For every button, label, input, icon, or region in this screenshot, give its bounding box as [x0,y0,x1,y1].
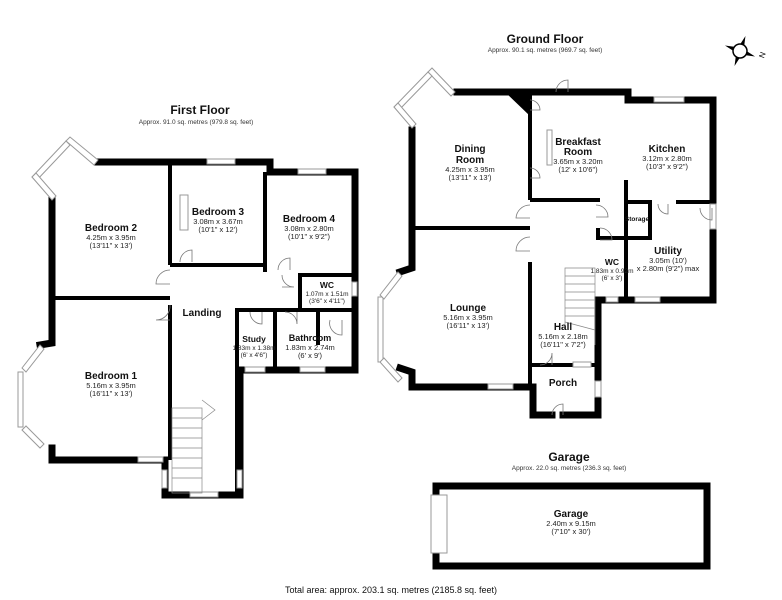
garage-title: Garage [548,450,590,464]
room-name: Bedroom 4 [283,214,336,225]
ground-floor-plan: Ground Floor Approx. 90.1 sq. metres (96… [377,32,768,419]
ground-floor-room-labels: Dining Room 4.25m x 3.95m (13'11" x 13')… [443,137,699,389]
room-dimensions: 3.05m (10') [649,256,687,265]
room-breakfast: Breakfast Room 3.65m x 3.20m (12' x 10'6… [553,137,603,174]
first-floor-title: First Floor [170,103,230,117]
room-name: Bedroom 2 [85,223,138,234]
room-name: Dining [454,144,485,155]
room-wc-ground: WC 1.83m x 0.92m (6' x 3') [591,257,634,282]
first-floor-area: Approx. 91.0 sq. metres (979.8 sq. feet) [139,119,254,126]
room-dimensions-imperial: (13'11" x 13') [90,241,133,250]
room-name: Hall [554,322,573,333]
ground-floor-stairs [564,267,596,345]
room-dimensions-imperial: (10'3" x 9'2") [646,162,688,171]
room-name: Bedroom 1 [85,371,138,382]
garage-area: Approx. 22.0 sq. metres (236.3 sq. feet) [512,465,627,472]
room-dimensions-imperial: (16'11" x 7'2") [540,340,586,349]
room-wc-first: WC 1.07m x 1.51m (3'6" x 4'11") [306,280,349,305]
ground-floor-title: Ground Floor [507,32,584,46]
room-dimensions-imperial: (16'11" x 13') [447,321,490,330]
room-dimensions-imperial: (6' x 3') [602,275,623,282]
room-name: Bedroom 3 [192,207,245,218]
room-name: WC [320,280,334,290]
room-landing: Landing [183,308,222,319]
room-utility: Utility 3.05m (10') x 2.80m (9'2") max [637,246,700,273]
room-dimensions: 1.07m x 1.51m [306,291,349,298]
room-dimensions-imperial: (6' x 9') [298,351,323,360]
compass: N [724,35,768,67]
room-dimensions: 1.83m x 1.38m [233,345,276,352]
room-name: Study [242,334,266,344]
room-dimensions: 3.12m x 2.80m [642,154,692,163]
room-dining: Dining Room 4.25m x 3.95m (13'11" x 13') [445,144,495,182]
room-bedroom-1: Bedroom 1 5.16m x 3.95m (16'11" x 13') [85,371,138,398]
room-dimensions-imperial: (10'1" x 9'2") [288,232,330,241]
room-bedroom-4: Bedroom 4 3.08m x 2.80m (10'1" x 9'2") [283,214,336,241]
room-dimensions-imperial: (13'11" x 13') [449,173,492,182]
ground-floor-area: Approx. 90.1 sq. metres (969.7 sq. feet) [488,47,603,54]
room-dimensions-imperial: (6' x 4'6") [241,352,268,359]
garage-door[interactable] [430,494,448,554]
garage-walls [432,482,711,570]
room-garage-dimensions: 2.40m x 9.15m [546,519,596,528]
room-dimensions: 5.16m x 3.95m [86,381,136,390]
room-garage-name: Garage [554,509,589,520]
room-dimensions-imperial: (10'1" x 12') [198,225,238,234]
room-name: Utility [654,246,682,257]
room-dimensions: 1.83m x 2.74m [285,343,335,352]
room-bathroom: Bathroom 1.83m x 2.74m (6' x 9') [285,333,335,360]
room-dimensions-imperial: (16'11" x 13') [90,389,133,398]
room-name: WC [605,257,619,267]
room-dimensions: 3.65m x 3.20m [553,157,603,166]
room-dimensions: 3.08m x 3.67m [193,217,243,226]
room-dimensions: 3.08m x 2.80m [284,224,334,233]
room-bedroom-2: Bedroom 2 4.25m x 3.95m (13'11" x 13') [85,223,138,250]
room-dimensions: 5.16m x 2.18m [538,332,588,341]
garage-plan: Garage Approx. 22.0 sq. metres (236.3 sq… [430,450,711,570]
room-porch: Porch [549,378,577,389]
ground-floor-walls [395,88,717,419]
total-area: Total area: approx. 203.1 sq. metres (21… [285,585,497,595]
room-dimensions: 4.25m x 3.95m [86,233,136,242]
room-hall: Hall 5.16m x 2.18m (16'11" x 7'2") [538,322,588,349]
room-name-line2: Room [564,147,592,158]
first-floor-doors[interactable] [155,249,343,336]
first-floor-room-labels: Bedroom 2 4.25m x 3.95m (13'11" x 13') B… [85,207,349,398]
room-dimensions: 1.83m x 0.92m [591,268,634,275]
room-dimensions-imperial: x 2.80m (9'2") max [637,264,700,273]
room-dimensions: 4.25m x 3.95m [445,165,495,174]
first-floor-windows [17,136,358,498]
room-lounge: Lounge 5.16m x 3.95m (16'11" x 13') [443,303,493,330]
room-dimensions-imperial: (3'6" x 4'11") [309,298,345,305]
first-floor-walls [35,158,359,499]
first-floor-stairs [171,399,216,494]
room-name: Breakfast [555,137,601,148]
room-garage-dimensions-imperial: (7'10" x 30') [551,527,591,536]
room-name-line2: Room [456,155,484,166]
room-kitchen: Kitchen 3.12m x 2.80m (10'3" x 9'2") [642,144,692,171]
ground-floor-doors[interactable] [515,79,713,416]
room-name: Kitchen [649,144,686,155]
room-name: Bathroom [289,333,332,343]
room-study: Study 1.83m x 1.38m (6' x 4'6") [233,334,276,359]
room-bedroom-3: Bedroom 3 3.08m x 3.67m (10'1" x 12') [192,207,245,234]
room-name: Lounge [450,303,487,314]
ground-floor-windows [377,67,717,398]
room-dimensions-imperial: (12' x 10'6") [558,165,598,174]
compass-north-label: N [757,51,768,60]
first-floor-plan: First Floor Approx. 91.0 sq. metres (979… [17,103,359,499]
room-dimensions: 5.16m x 3.95m [443,313,493,322]
room-storage: Storage [625,216,650,223]
